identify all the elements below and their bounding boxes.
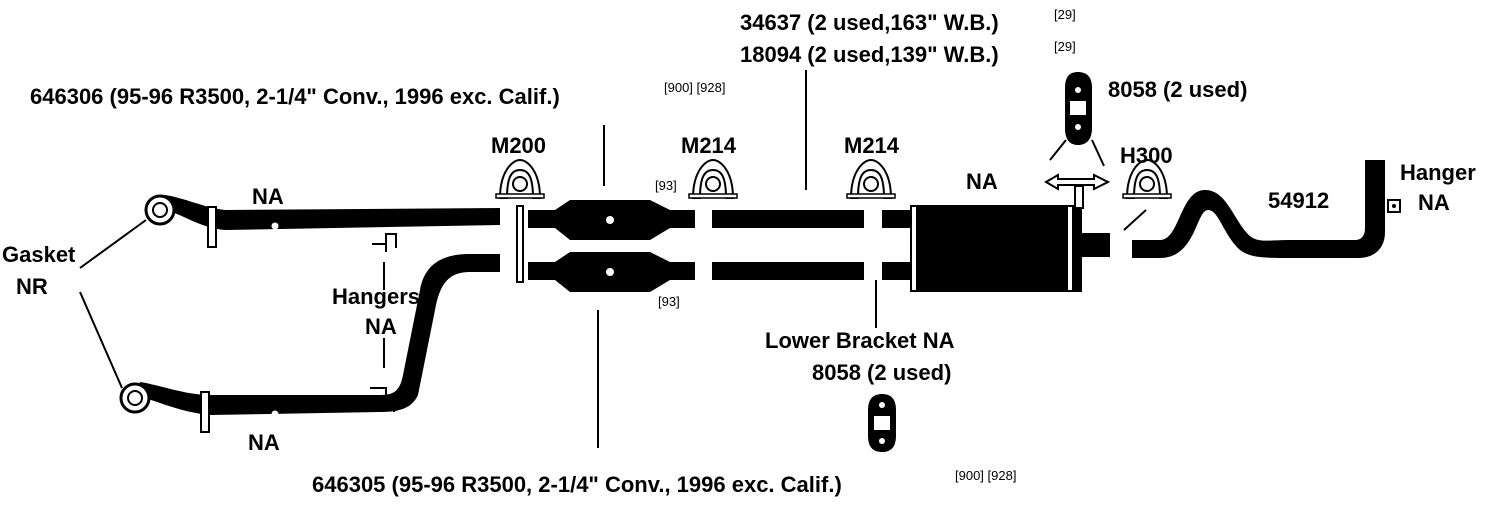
m214-clamp-a (688, 158, 738, 199)
label-clamp-h300: H300 (1120, 143, 1173, 168)
label-part-54912: 54912 (1268, 188, 1329, 213)
label-clamp-m214-a-ref: [93] (655, 178, 677, 193)
upper-flange-plate (207, 206, 217, 248)
h300-clamp (1122, 158, 1172, 231)
lower-flange-plate (200, 391, 210, 433)
label-lower-pipe-na: NA (248, 430, 280, 455)
muffler (882, 205, 1110, 292)
label-part-18094: 18094 (2 used,139" W.B.) (740, 42, 999, 67)
label-clamp-m214-b: M214 (844, 133, 900, 158)
label-hanger-8058-bottom: 8058 (2 used) (812, 360, 951, 385)
m214-clamp-b (846, 158, 896, 199)
label-gasket-2: NR (16, 274, 48, 299)
label-part-18094-ref: [29] (1054, 39, 1076, 54)
label-hangers-2: NA (365, 314, 397, 339)
hanger-8058-bottom-icon (868, 394, 896, 452)
label-part-646306-refs: [900] [928] (664, 80, 725, 95)
label-part-34637-ref: [29] (1054, 7, 1076, 22)
label-lower-converter-ref: [93] (658, 294, 680, 309)
hanger-brackets (370, 233, 397, 412)
label-part-34637: 34637 (2 used,163" W.B.) (740, 10, 999, 35)
gasket-leaders (79, 219, 147, 389)
label-gasket-1: Gasket (2, 242, 76, 267)
upper-converter (528, 200, 695, 240)
hanger-8058-top-icon (1065, 72, 1092, 145)
label-part-646306: 646306 (95-96 R3500, 2-1/4" Conv., 1996 … (30, 84, 560, 109)
intermediate-pipes (712, 210, 864, 280)
label-hanger-right-1: Hanger (1400, 160, 1476, 185)
muffler-hanger-post (1044, 139, 1111, 209)
label-muffler-na: NA (966, 169, 998, 194)
m200-clamp (495, 158, 545, 283)
label-clamp-m214-a: M214 (681, 133, 737, 158)
upper-manifold-pipe (144, 194, 500, 248)
lower-manifold-pipe (119, 254, 500, 433)
converter-flange-bar (516, 205, 524, 283)
label-hangers-1: Hangers (332, 284, 420, 309)
label-upper-pipe-na: NA (252, 184, 284, 209)
tailpipe-54912 (1132, 160, 1401, 258)
converter-leaders (597, 70, 807, 448)
label-part-646305-refs: [900] [928] (955, 468, 1016, 483)
label-hanger-8058-top: 8058 (2 used) (1108, 77, 1247, 102)
label-part-646305: 646305 (95-96 R3500, 2-1/4" Conv., 1996 … (312, 472, 842, 497)
label-hanger-right-2: NA (1418, 190, 1450, 215)
label-lower-bracket: Lower Bracket NA (765, 328, 955, 353)
label-clamp-m200: M200 (491, 133, 546, 158)
lower-converter (528, 252, 695, 292)
